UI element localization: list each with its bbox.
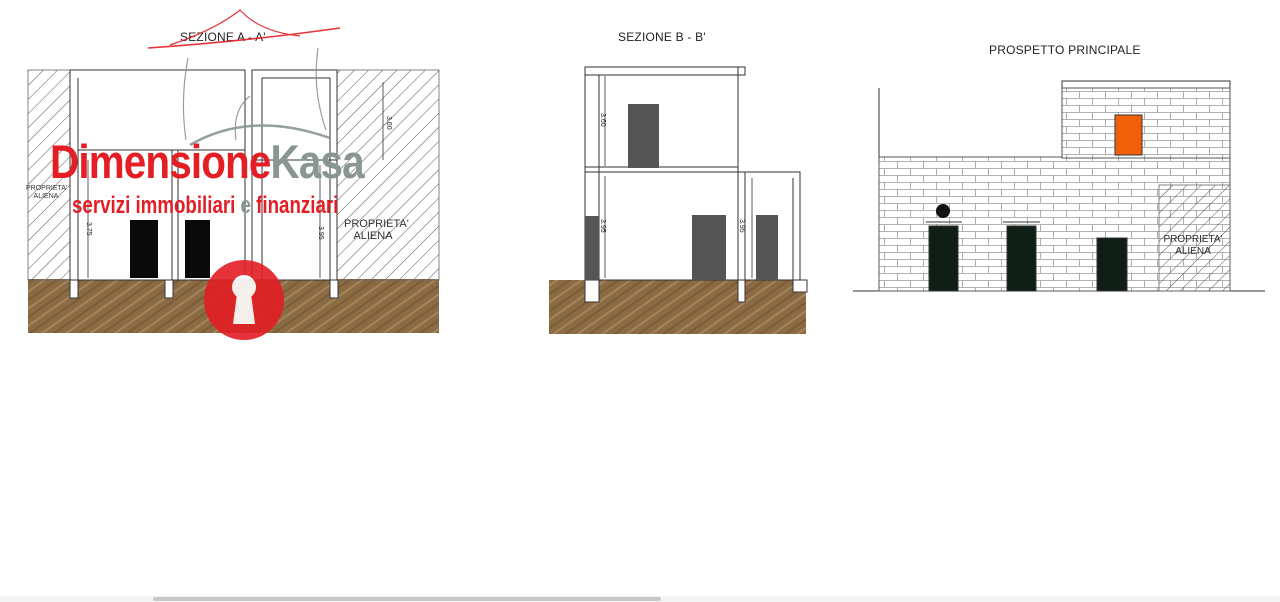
prospetto-title: PROSPETTO PRINCIPALE xyxy=(989,43,1141,57)
watermark-logo-graphic xyxy=(147,9,341,340)
proprieta-aliena-prospetto-label: PROPRIETA' ALIENA xyxy=(1163,234,1223,257)
proprieta-aliena-a-label: PROPRIETA' ALIENA xyxy=(344,218,409,242)
neighbor-hatch-right xyxy=(336,69,440,281)
window-b1 xyxy=(628,104,659,168)
door-1 xyxy=(928,225,959,292)
watermark-brand: DimensioneKasa xyxy=(50,135,365,188)
watermark-brand-part2: Kasa xyxy=(270,135,365,188)
watermark-brand-part1: Dimensione xyxy=(50,135,271,188)
window-orange xyxy=(1114,114,1143,156)
watermark-tagline-part3: finanziari xyxy=(250,192,339,219)
section-b-drawing xyxy=(549,66,808,334)
horizontal-scrollbar-thumb[interactable] xyxy=(153,597,661,601)
opening-a2 xyxy=(185,220,210,278)
dim-b-lower-left: 3.95 xyxy=(599,219,606,233)
opening-b-left xyxy=(585,216,599,280)
dim-a-lower-right: 3.95 xyxy=(317,226,324,240)
watermark-tagline-part1: servizi immobiliari xyxy=(72,192,241,219)
door-3 xyxy=(1096,237,1128,292)
neighbor-hatch-prospetto xyxy=(1158,184,1231,292)
dim-b-lower-right: 3.95 xyxy=(738,219,745,233)
facade-upper xyxy=(1061,87,1231,159)
section-b-title: SEZIONE B - B' xyxy=(618,30,706,44)
neighbor-hatch-left xyxy=(27,69,71,281)
prospetto-drawing xyxy=(853,80,1265,292)
dim-a-lower-left: 3.75 xyxy=(85,222,92,236)
watermark-tagline-part2: e xyxy=(240,192,251,219)
opening-a1 xyxy=(130,220,158,278)
proprieta-aliena-left-label: PROPRIETA' ALIENA xyxy=(26,185,68,200)
section-a-drawing xyxy=(27,69,440,333)
dim-b-upper: 3.60 xyxy=(599,113,606,127)
window-b3 xyxy=(756,215,778,280)
door-2 xyxy=(1006,225,1037,292)
dim-a-upper: 3.60 xyxy=(385,116,392,130)
window-b2 xyxy=(692,215,726,280)
wall-lamp xyxy=(936,204,950,218)
watermark-tagline: servizi immobiliari e finanziari xyxy=(72,193,338,219)
